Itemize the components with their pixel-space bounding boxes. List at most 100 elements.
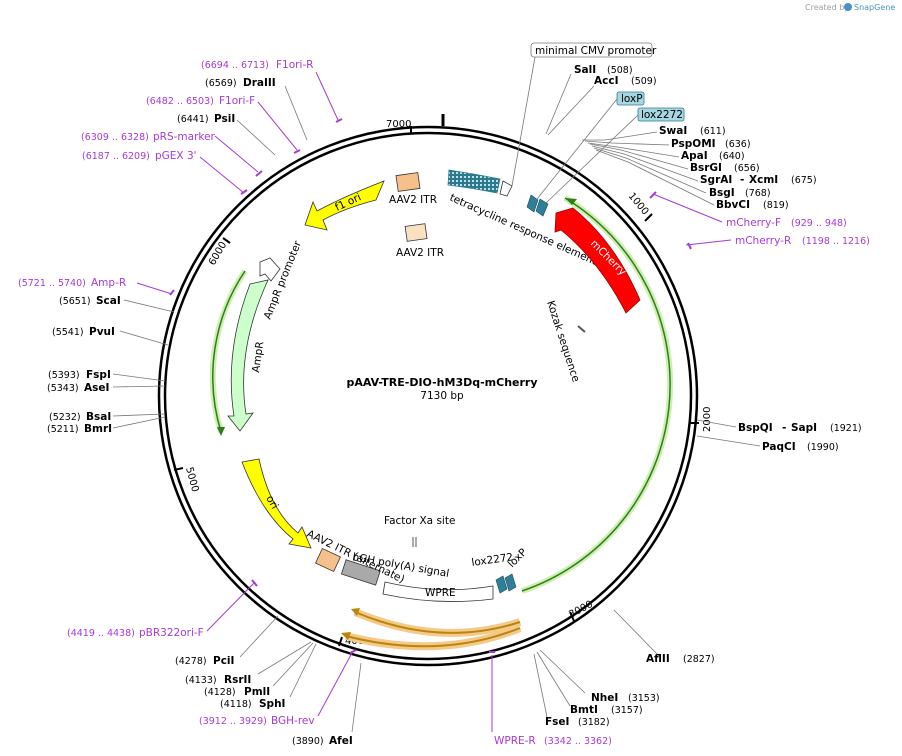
minimal-cmv-arrow[interactable]	[499, 180, 513, 197]
asei-leader	[112, 385, 166, 388]
enzyme-swai-pos: (611)	[700, 126, 726, 137]
enzyme-apai[interactable]: ApaI	[681, 150, 708, 162]
enzyme-paqci[interactable]: PaqCI	[762, 441, 796, 453]
wpre-block[interactable]	[382, 581, 494, 602]
enzyme-nhei-pos: (3153)	[628, 693, 660, 704]
enzyme-nhei[interactable]: NheI	[591, 692, 618, 704]
enzyme-asei[interactable]: AseI	[84, 382, 109, 394]
ori-arrow[interactable]	[241, 458, 312, 549]
primer-f1ori-f[interactable]: F1ori-F	[219, 95, 255, 107]
loxp-site-top[interactable]	[526, 194, 539, 213]
ampr-promoter-arrow[interactable]	[259, 257, 281, 282]
enzyme-acci[interactable]: AccI	[594, 75, 618, 87]
enzyme-bsgi-pos: (768)	[745, 188, 771, 199]
sphi-leader	[289, 643, 317, 698]
primer-bgh-rev[interactable]: BGH-rev	[271, 715, 315, 727]
ori-label: ori	[263, 494, 280, 512]
primer-amp-r-pos: (5721 .. 5740)	[18, 278, 86, 289]
enzyme-pmli-pos: (4128)	[204, 687, 236, 698]
primer-f1ori-r-pos: (6694 .. 6713)	[201, 60, 269, 71]
primer-prs-marker[interactable]: pRS-marker	[153, 131, 216, 143]
enzyme-bmri-pos: (5211)	[47, 424, 79, 435]
fspi-leader	[112, 373, 166, 382]
aav2-itr-alt-box[interactable]	[315, 547, 341, 573]
enzyme-draiii[interactable]: DraIII	[243, 77, 276, 89]
enzyme-sphi[interactable]: SphI	[259, 698, 285, 710]
enzyme-bmti-pos: (3157)	[611, 705, 643, 716]
enzyme-fspi[interactable]: FspI	[86, 369, 111, 381]
primer-mcherry-f[interactable]: mCherry-F	[726, 217, 781, 229]
tick-mark-3000	[569, 611, 575, 622]
enzyme-bsgi[interactable]: BsgI	[709, 187, 735, 199]
enzyme-sphi-pos: (4118)	[220, 699, 252, 710]
primer-f1ori-f-pos: (6482 .. 6503)	[146, 96, 214, 107]
enzyme-acci-pos: (509)	[631, 76, 657, 87]
primer-f1ori-r[interactable]: F1ori-R	[276, 59, 313, 71]
enzyme-bmri[interactable]: BmrI	[84, 423, 112, 435]
enzyme-scai[interactable]: ScaI	[96, 295, 121, 307]
min-cmv-leader	[511, 56, 536, 187]
orf-bottom-arrow-2[interactable]	[345, 627, 521, 648]
orf-arc[interactable]	[521, 197, 671, 592]
lox2272-top-box[interactable]	[637, 107, 685, 122]
enzyme-afei[interactable]: AfeI	[329, 735, 353, 747]
primer-pbr322ori-f-pos: (4419 .. 4438)	[67, 628, 135, 639]
enzyme-bsrgi[interactable]: BsrGI	[690, 162, 722, 174]
enzyme-bbvci[interactable]: BbvCI	[716, 199, 750, 211]
f1-ori-arrow[interactable]	[304, 180, 385, 231]
enzyme-bmti[interactable]: BmtI	[570, 704, 598, 716]
ampr-arrow[interactable]	[227, 279, 269, 432]
primer-amp-r[interactable]: Amp-R	[91, 277, 126, 289]
enzyme-pcii[interactable]: PciI	[213, 655, 234, 667]
nhei-leader	[539, 649, 586, 694]
enzyme-apai-pos: (640)	[719, 151, 745, 162]
primer-mcherry-r[interactable]: mCherry-R	[735, 235, 791, 247]
tre-block[interactable]	[447, 169, 501, 194]
plasmid-length: 7130 bp	[420, 390, 464, 402]
enzyme-bsai[interactable]: BsaI	[86, 411, 111, 423]
enzyme-sapi[interactable]: SapI	[791, 422, 817, 434]
primer-pgex3-pos: (6187 .. 6209)	[82, 151, 150, 162]
lox2272-top-leader	[545, 114, 639, 204]
tick-label-2000: 2000	[702, 407, 713, 432]
enzyme-bspqi[interactable]: BspQI	[738, 422, 773, 434]
enzyme-pvui[interactable]: PvuI	[89, 326, 115, 338]
enzyme-sgrai[interactable]: SgrAI	[700, 174, 732, 186]
aav2-itr-box-2[interactable]	[404, 223, 428, 242]
primer-pbr322ori-f[interactable]: pBR322ori-F	[139, 627, 204, 639]
pvui-leader	[119, 330, 169, 346]
bspqi-leader	[696, 419, 737, 428]
enzyme-pspomi[interactable]: PspOMI	[671, 138, 716, 150]
primer-bgh-rev-pos: (3912 .. 3929)	[199, 716, 267, 727]
tick-mark-6000	[222, 237, 231, 244]
enzyme-fsei[interactable]: FseI	[545, 716, 569, 728]
aav2-itr-box-1[interactable]	[395, 172, 421, 192]
lox2272-site-top[interactable]	[535, 198, 549, 217]
min-cmv-box[interactable]	[530, 42, 653, 58]
sali-leader	[545, 73, 572, 135]
enzyme-pmli[interactable]: PmlI	[244, 686, 270, 698]
mcherry-arrow[interactable]	[554, 207, 641, 314]
lox2272-top-label: lox2272	[641, 109, 683, 121]
orf-bottom-arrow-1[interactable]	[354, 611, 521, 634]
enzyme-paqci-pos: (1990)	[807, 442, 839, 453]
min-cmv-label: minimal CMV promoter	[535, 45, 657, 57]
loxp-top-box[interactable]	[616, 91, 645, 106]
primer-wpre-r[interactable]: WPRE-R	[494, 735, 536, 747]
snapgene-brand: SnapGene	[854, 3, 895, 12]
ampr-orf-arc[interactable]	[212, 270, 246, 433]
enzyme-xcmi[interactable]: XcmI	[749, 174, 778, 186]
lox2272-site-bottom[interactable]	[495, 575, 508, 594]
enzyme-psii[interactable]: PsiI	[214, 113, 235, 125]
enzyme-rsrii[interactable]: RsrII	[224, 674, 251, 686]
bmri-leader	[112, 416, 166, 429]
enzyme-swai[interactable]: SwaI	[659, 125, 687, 137]
primer-wpre-r-pos: (3342 .. 3362)	[544, 736, 612, 747]
bgh-polya-box[interactable]	[340, 559, 381, 586]
primer-pgex3[interactable]: pGEX 3'	[155, 150, 197, 162]
enzyme-pspomi-pos: (636)	[725, 139, 751, 150]
loxp-site-bottom[interactable]	[504, 573, 517, 592]
enzyme-sali[interactable]: SalI	[574, 64, 596, 76]
psii-leader	[236, 119, 276, 156]
enzyme-aflii[interactable]: AflII	[646, 653, 670, 665]
